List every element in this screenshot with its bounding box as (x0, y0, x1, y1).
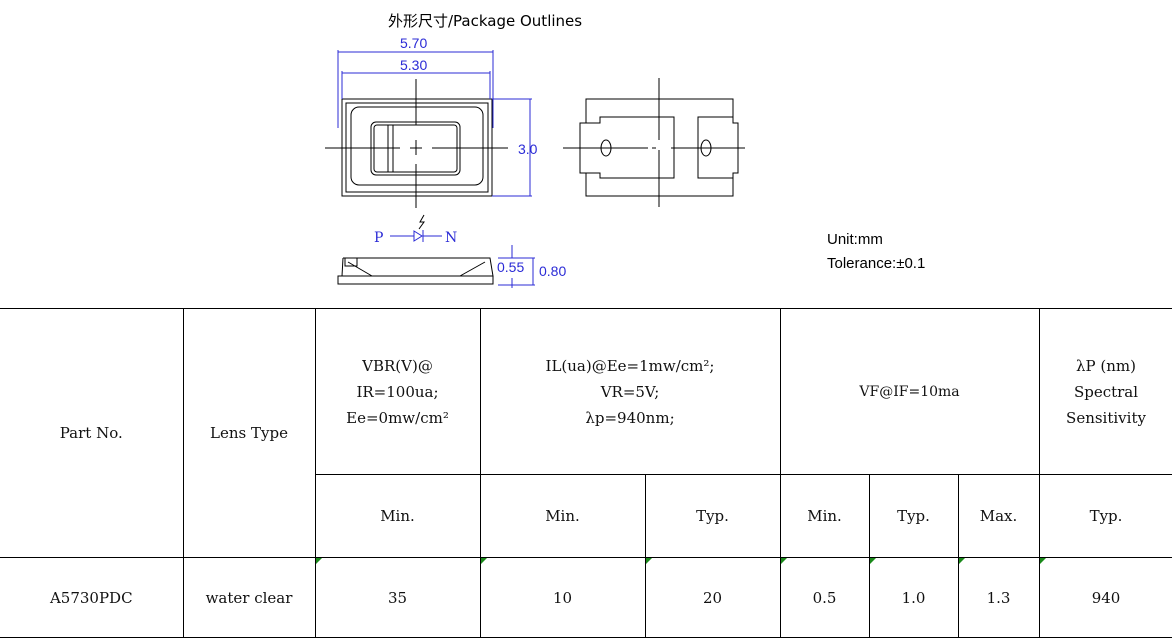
header-lens-type: Lens Type (182, 308, 316, 558)
dim-0-55: 0.55 (497, 259, 524, 275)
cell-lens: water clear (182, 557, 316, 638)
top-view (325, 79, 508, 208)
header-vbr-line: Ee=0mw/cm² (346, 408, 449, 427)
cell-lp-typ: 940 (1038, 557, 1172, 638)
cell-il-min: 10 (479, 557, 646, 638)
cell-vf-min: 0.5 (779, 557, 870, 638)
diode-symbol-icon (390, 214, 442, 242)
subheader-il-min: Min. (479, 474, 646, 558)
subheader-il-typ: Typ. (644, 474, 781, 558)
header-vf: VF@IF=10ma (779, 308, 1040, 475)
bottom-view (563, 78, 745, 207)
header-lp-line: Spectral (1073, 382, 1139, 401)
subheader-lp-typ: Typ. (1038, 474, 1172, 558)
subheader-vf-min: Min. (779, 474, 870, 558)
header-vbr-line: IR=100ua; (356, 382, 439, 401)
cell-vf-max: 1.3 (957, 557, 1040, 638)
cell-il-typ: 20 (644, 557, 781, 638)
header-lp-line: λP (nm) (1076, 356, 1136, 375)
cell-part-no: A5730PDC (0, 557, 184, 638)
header-vbr: VBR(V)@ IR=100ua; Ee=0mw/cm² (314, 308, 481, 475)
header-lp-line: Sensitivity (1066, 408, 1146, 427)
cell-vf-typ: 1.0 (868, 557, 959, 638)
header-il-line: IL(ua)@Ee=1mw/cm²; (545, 356, 715, 375)
cell-vbr-min: 35 (314, 557, 481, 638)
subheader-vf-typ: Typ. (868, 474, 959, 558)
unit-note: Unit:mm (827, 231, 883, 248)
subheader-vbr-min: Min. (314, 474, 481, 558)
table-row: A5730PDC water clear 35 10 20 0.5 1.0 1.… (0, 557, 1172, 638)
dimension-lines (337, 50, 535, 288)
header-part-no: Part No. (0, 308, 184, 558)
package-outlines-title: 外形尺寸/Package Outlines (388, 12, 583, 30)
package-outline-drawing: 5.70 5.30 3.0 0.55 0.80 P N (325, 35, 745, 288)
header-vbr-line: VBR(V)@ (362, 356, 433, 375)
dim-5-30: 5.30 (400, 57, 427, 73)
subheader-vf-max: Max. (957, 474, 1040, 558)
header-il: IL(ua)@Ee=1mw/cm²; VR=5V; λp=940nm; (479, 308, 781, 475)
dim-5-70: 5.70 (400, 35, 427, 51)
header-il-line: VR=5V; (600, 382, 660, 401)
pin-n-label: N (445, 230, 457, 246)
side-view (337, 257, 494, 285)
header-il-line: λp=940nm; (585, 408, 675, 427)
dim-3-0: 3.0 (518, 141, 538, 157)
dim-0-80: 0.80 (539, 263, 566, 279)
spec-table: Part No. Lens Type VBR(V)@ IR=100ua; Ee=0m… (0, 308, 1172, 638)
tolerance-note: Tolerance:±0.1 (827, 255, 926, 272)
pin-p-label: P (374, 230, 383, 246)
